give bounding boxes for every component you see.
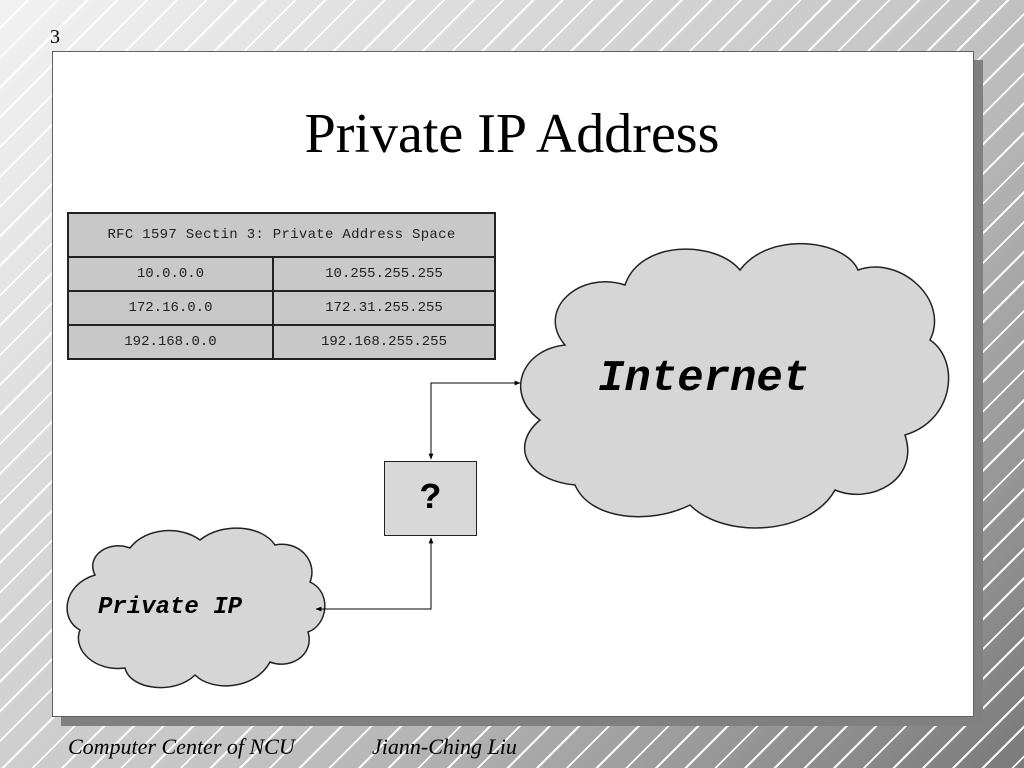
internet-cloud (520, 242, 950, 529)
table-row: 192.168.0.0 192.168.255.255 (67, 324, 497, 360)
gateway-label: ? (419, 478, 442, 519)
range-start-cell: 192.168.0.0 (67, 324, 274, 360)
range-start-cell: 172.16.0.0 (67, 290, 274, 326)
range-end-cell: 172.31.255.255 (271, 290, 497, 326)
gateway-box: ? (384, 461, 477, 536)
footer-author: Jiann-Ching Liu (372, 734, 517, 759)
connector-gateway-internet (428, 380, 521, 460)
internet-label: Internet (598, 354, 810, 404)
table-row: 172.16.0.0 172.31.255.255 (67, 290, 497, 326)
footer-organization: Computer Center of NCU (68, 734, 295, 759)
range-end-cell: 10.255.255.255 (271, 256, 497, 292)
slide-number: 3 (50, 26, 60, 48)
table-header: RFC 1597 Sectin 3: Private Address Space (67, 212, 496, 258)
private-address-table: RFC 1597 Sectin 3: Private Address Space… (67, 212, 497, 360)
connector-gateway-private (315, 537, 434, 612)
private-ip-label: Private IP (98, 594, 243, 621)
table-header-row: RFC 1597 Sectin 3: Private Address Space (67, 212, 496, 258)
slide-title: Private IP Address (304, 103, 720, 165)
private-ip-cloud (66, 527, 326, 689)
table-row: 10.0.0.0 10.255.255.255 (67, 256, 497, 292)
range-end-cell: 192.168.255.255 (271, 324, 497, 360)
range-start-cell: 10.0.0.0 (67, 256, 274, 292)
